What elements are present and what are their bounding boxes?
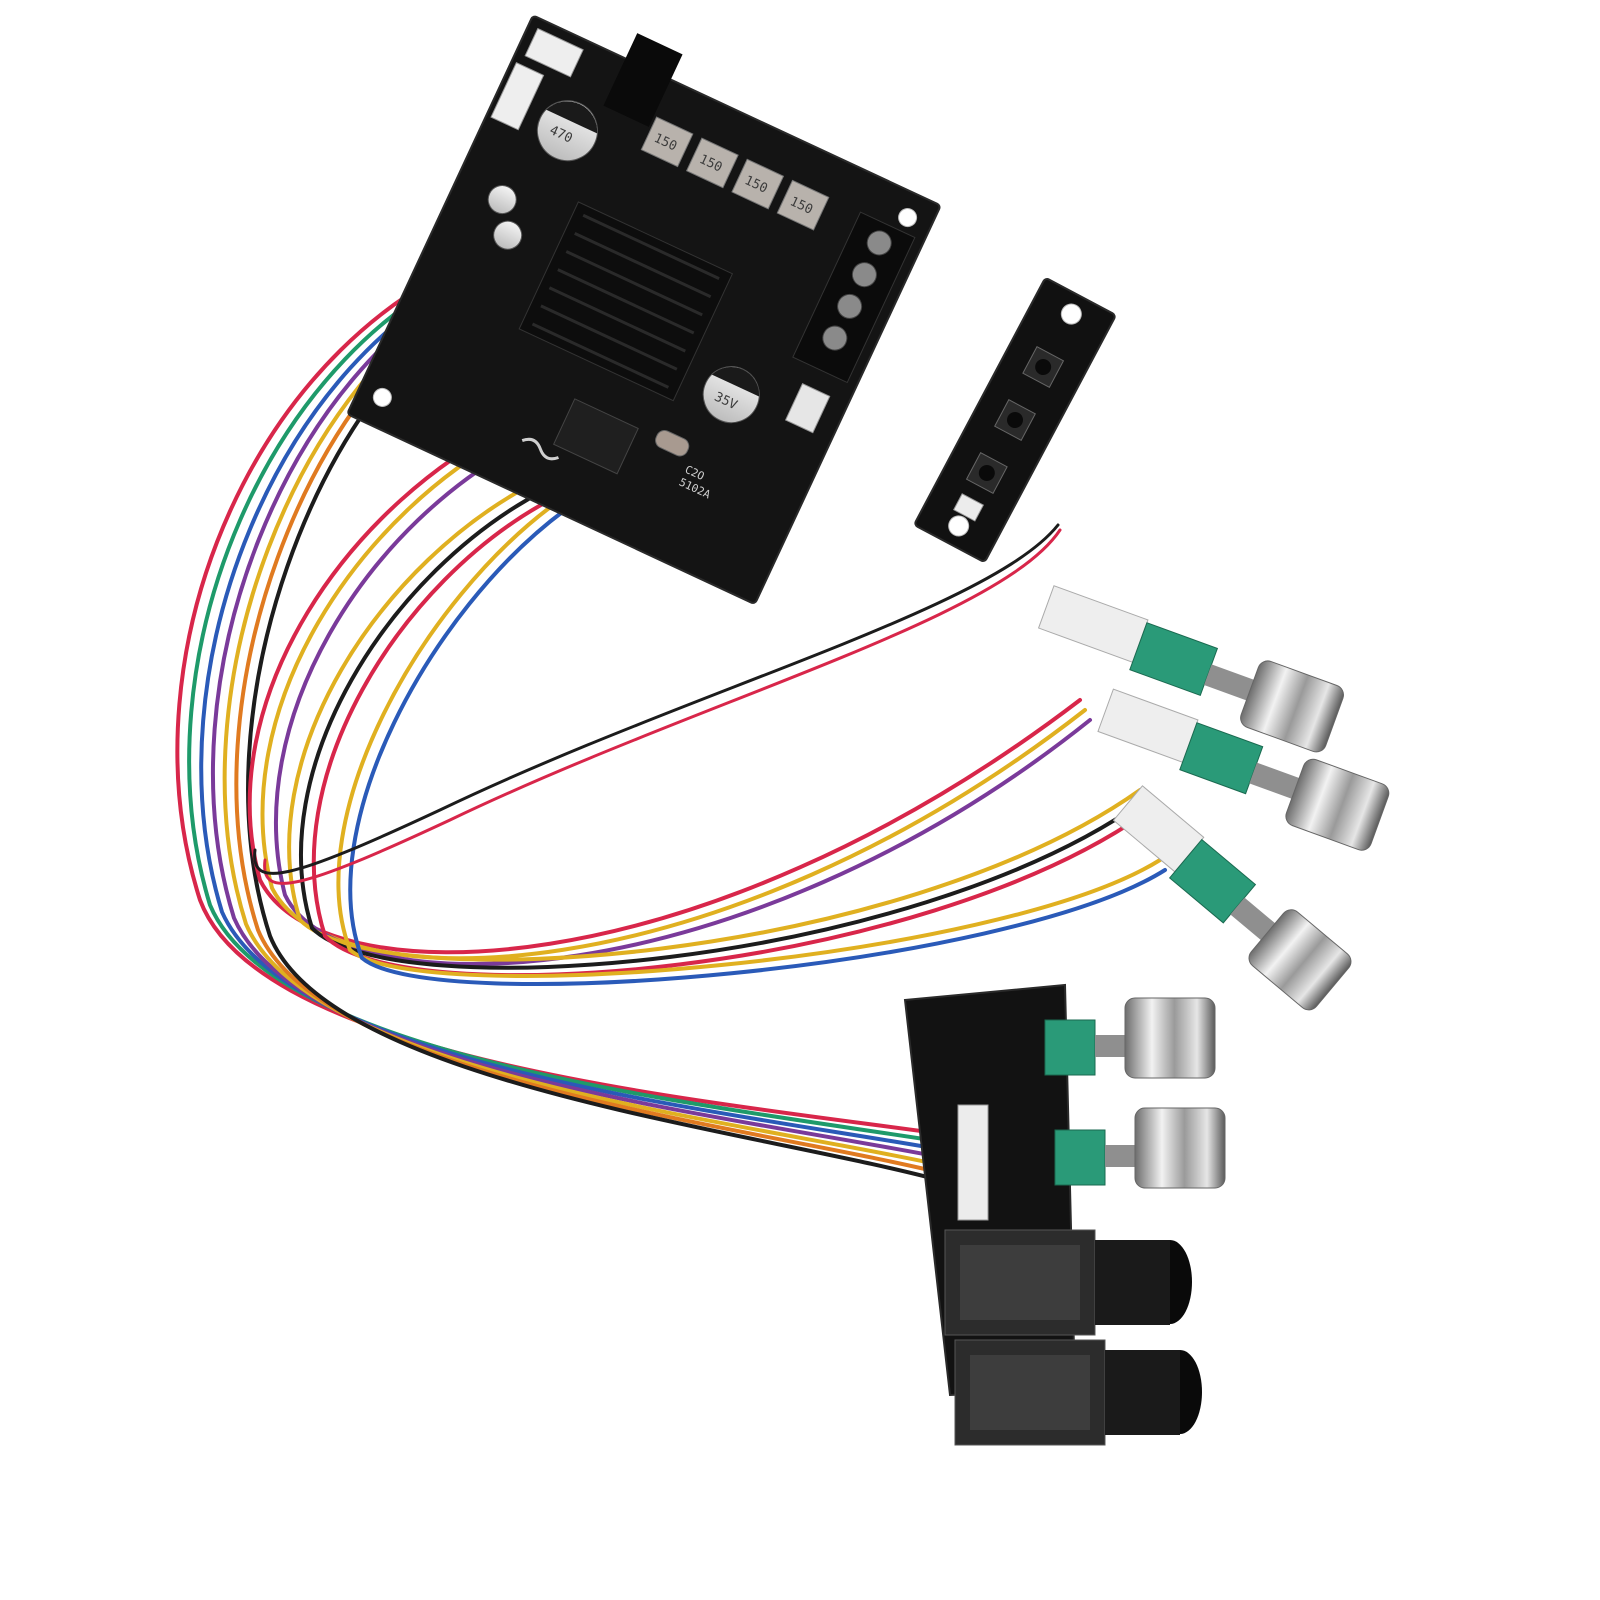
chrome-knob xyxy=(1248,909,1352,1011)
small-capacitor xyxy=(493,220,523,250)
button-board xyxy=(914,278,1116,562)
potentiometer-1 xyxy=(1037,585,1344,753)
heatsink xyxy=(518,201,734,402)
usb-port xyxy=(784,383,831,434)
chrome-knob xyxy=(1240,660,1344,753)
tactile-button xyxy=(994,399,1036,441)
jst-connector xyxy=(490,62,545,131)
chrome-knob xyxy=(1285,758,1390,851)
crystal-oscillator xyxy=(655,429,690,457)
chrome-knob xyxy=(1134,1107,1226,1189)
chrome-knob xyxy=(1124,997,1216,1079)
dc-power-jack xyxy=(603,33,683,127)
audio-jack xyxy=(944,1229,1192,1336)
jack-board xyxy=(903,983,1226,1446)
mounting-hole xyxy=(372,387,392,407)
screw-terminal-block xyxy=(792,211,916,384)
tactile-button xyxy=(1022,346,1065,388)
potentiometer-3 xyxy=(1112,785,1352,1011)
tactile-button xyxy=(965,452,1008,494)
wire-bundle xyxy=(175,248,1167,1185)
main-amplifier-board: 150 150 150 150 470 35V xyxy=(347,15,941,604)
capacitor: 35V xyxy=(702,366,760,424)
small-capacitor xyxy=(487,185,517,215)
capacitor: 470 xyxy=(536,100,598,162)
inductors: 150 150 150 150 xyxy=(640,116,830,231)
bluetooth-chip xyxy=(552,398,639,475)
onboard-potentiometer xyxy=(1044,997,1216,1079)
header-connector xyxy=(957,1104,989,1221)
audio-jack xyxy=(954,1339,1202,1446)
bluetooth-antenna xyxy=(521,437,559,461)
potentiometer-2 xyxy=(1097,688,1390,851)
jst-connector xyxy=(524,27,584,78)
mounting-hole xyxy=(898,208,918,228)
onboard-potentiometer xyxy=(1054,1107,1226,1189)
